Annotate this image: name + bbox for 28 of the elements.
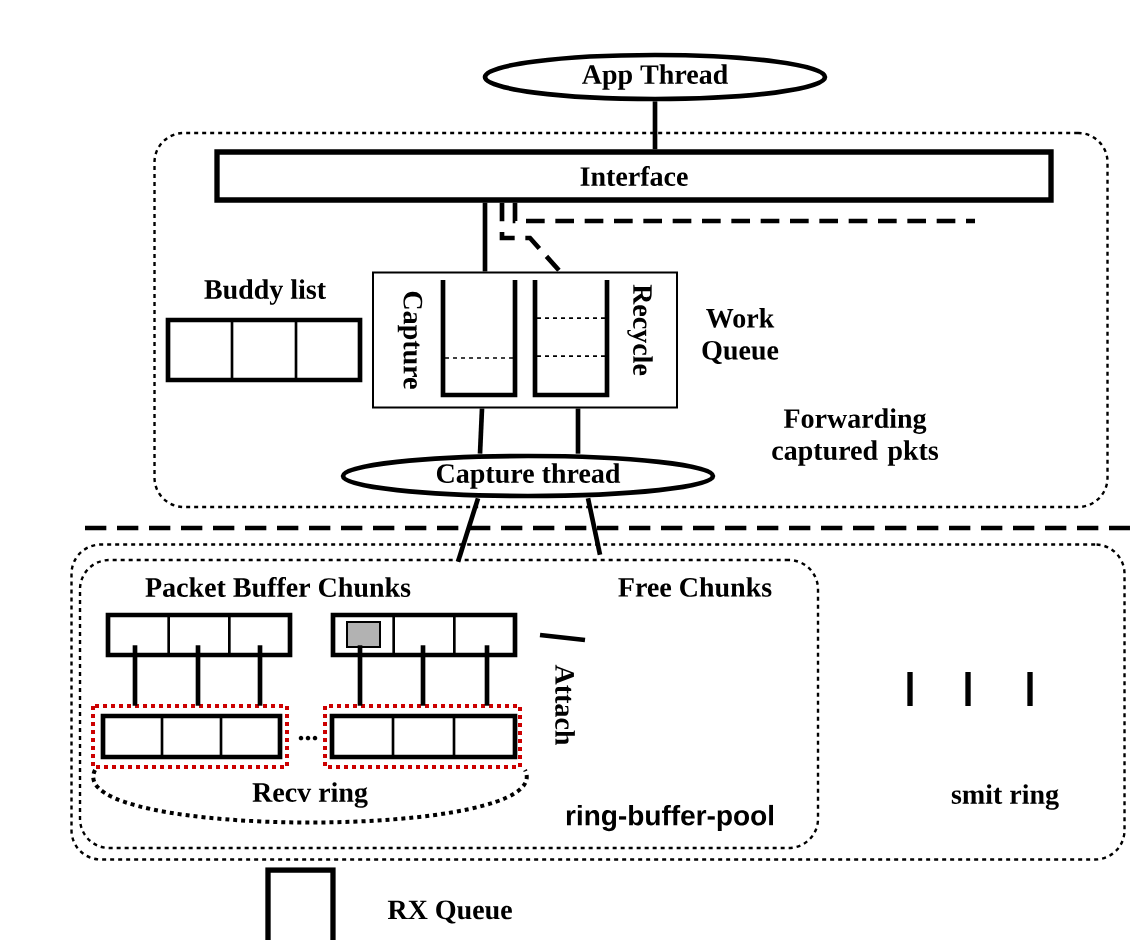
node-label: Packet Buffer Chunks (145, 576, 411, 598)
interface-bar: Interface (214, 149, 1054, 203)
text-label: Attach (555, 664, 575, 745)
connector-line (575, 408, 581, 454)
connector-line (499, 202, 562, 274)
work-queue-box: Capture Recycle (372, 271, 678, 409)
caption-text: RX Queue (387, 900, 512, 924)
connector-line (420, 645, 426, 706)
chunk-array: Packet Buffer Chunks (105, 577, 411, 658)
connector-line (652, 101, 658, 150)
rx-queue (265, 867, 336, 940)
connector-line (585, 497, 603, 556)
connector-line (357, 645, 363, 706)
caption-text: Work Queue (702, 308, 779, 364)
text-label: smit ring (951, 784, 1059, 810)
node-label: Recv ring (252, 782, 368, 808)
connector-line (132, 645, 138, 706)
caption-text: Free Chunks (618, 577, 772, 597)
connector-line (477, 408, 485, 454)
connector-line (482, 202, 488, 272)
connector-line (484, 645, 490, 706)
connector-line (512, 202, 975, 224)
connector-line (257, 645, 263, 706)
text-label: ... (298, 735, 318, 741)
connector-line (195, 645, 201, 706)
node-label: Buddy list (204, 279, 326, 305)
buddy-list: Buddy list (165, 279, 363, 383)
chunk-array (330, 612, 518, 658)
